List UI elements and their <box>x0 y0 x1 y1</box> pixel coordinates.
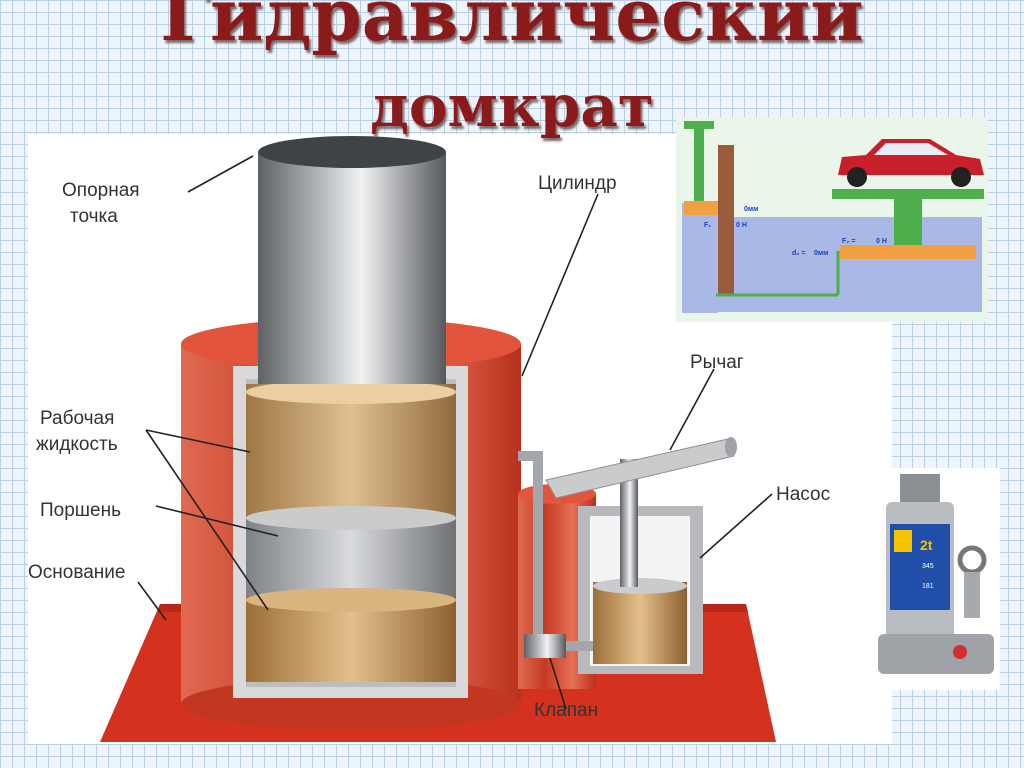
ram-top <box>258 136 446 168</box>
label-support-point-2: точка <box>70 206 118 227</box>
label-piston: Поршень <box>40 500 121 521</box>
car-window <box>874 143 948 155</box>
label-base: Основание <box>28 562 125 583</box>
leader-piston <box>155 505 279 537</box>
photo-badge: 2t <box>920 537 933 553</box>
car-image <box>838 139 984 187</box>
leader-lever <box>669 368 715 451</box>
photo-base <box>878 634 994 674</box>
pump-fluid-top <box>593 578 687 594</box>
sim-small-column <box>682 203 718 313</box>
leader-fluid-1 <box>145 429 251 453</box>
photo-sticker-logo <box>894 530 912 552</box>
car-body <box>838 139 984 175</box>
sim-small-piston-rod <box>694 125 704 205</box>
photo-screw-ring <box>957 545 987 575</box>
sim-f2-value: 0 Н <box>876 238 887 245</box>
label-support-point-1: Опорная <box>62 180 140 201</box>
sim-f2-label: F₂ = <box>842 238 855 245</box>
leader-lines <box>137 155 773 710</box>
jack-photo: 2t 345 181 <box>878 474 994 674</box>
leader-cylinder <box>521 193 599 377</box>
sim-large-piston <box>840 245 976 259</box>
leader-fluid-2 <box>145 429 269 611</box>
photo-valve-cap <box>953 645 967 659</box>
simulation-panel: 0мм F₁ 0 Н d₂ = 0мм F₂ = 0 Н <box>676 117 988 322</box>
jack-photo-panel: 2t 345 181 <box>872 468 1000 690</box>
ram-rod <box>258 152 446 384</box>
valve-body <box>524 634 566 658</box>
lower-fluid-top <box>246 588 456 612</box>
photo-small-1: 345 <box>922 563 934 570</box>
sim-d2-value: 0мм <box>814 250 828 257</box>
sim-f1-value: 0 Н <box>736 222 747 229</box>
main-piston-top <box>246 506 456 530</box>
leader-pump <box>699 493 773 559</box>
car-wheel-front <box>847 167 867 187</box>
leader-valve <box>549 657 567 710</box>
jack-diagram: Опорная точка Цилиндр Рычаг Рабочая жидк… <box>28 136 830 742</box>
lever-arm <box>545 438 735 499</box>
pump-fluid <box>593 582 687 664</box>
pump-plunger-rod <box>620 459 638 587</box>
leader-base <box>137 581 167 621</box>
lever-end <box>725 437 737 457</box>
sim-small-piston <box>684 201 718 215</box>
sim-small-piston-cap <box>684 121 714 129</box>
leader-support-point <box>187 155 254 193</box>
label-lever: Рычаг <box>690 352 744 373</box>
sim-large-piston-rod <box>894 197 922 245</box>
sim-platform <box>832 189 984 199</box>
label-cylinder: Цилиндр <box>538 173 617 194</box>
title-line-2: домкрат <box>370 72 654 140</box>
label-valve: Клапан <box>534 700 598 721</box>
simulation-diagram: 0мм F₁ 0 Н d₂ = 0мм F₂ = 0 Н <box>682 121 984 313</box>
car-wheel-rear <box>951 167 971 187</box>
upper-fluid <box>246 384 456 516</box>
sim-readouts: 0мм F₁ 0 Н d₂ = 0мм F₂ = 0 Н <box>704 206 887 257</box>
sim-f1-label: F₁ <box>704 222 711 229</box>
upper-fluid-top <box>246 380 456 404</box>
title-line-1: Гидравлический <box>160 0 864 57</box>
diagram-labels: Опорная точка Цилиндр Рычаг Рабочая жидк… <box>28 173 830 721</box>
sim-ruler <box>718 145 734 295</box>
photo-small-2: 181 <box>922 583 934 590</box>
photo-ram <box>900 474 940 504</box>
label-pump: Насос <box>776 484 830 505</box>
label-working-fluid-2: жидкость <box>36 434 118 455</box>
photo-screw <box>964 572 980 618</box>
sim-d1-value: 0мм <box>744 206 758 213</box>
sim-d2-label: d₂ = <box>792 250 805 257</box>
label-working-fluid-1: Рабочая <box>40 408 114 429</box>
